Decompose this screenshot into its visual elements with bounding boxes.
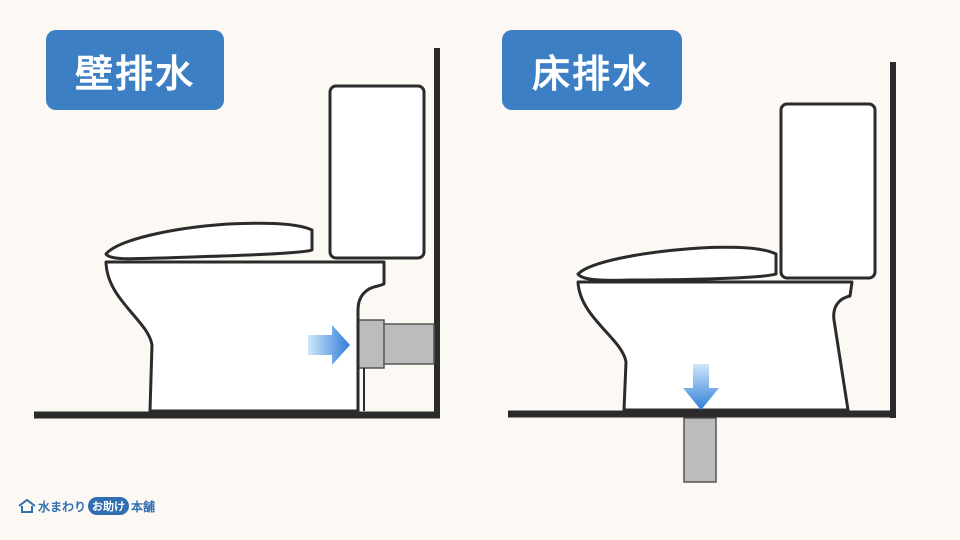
logo-text-1: 水まわり (38, 499, 87, 514)
logo-text-2: お助け (88, 497, 130, 515)
wall-drain-label: 壁排水 (46, 30, 224, 110)
right-toilet-tank (779, 102, 877, 280)
floor-drain-label: 床排水 (502, 30, 682, 110)
brand-logo: 水まわり お助け 本舗 (18, 497, 155, 515)
right-toilet-bowl (576, 280, 854, 412)
wall-drain-pipe (356, 319, 435, 369)
floor-drain-pipe (683, 417, 717, 483)
floor-drain-diagram (508, 62, 896, 483)
house-icon (18, 499, 36, 513)
arrow-right-icon (308, 325, 350, 365)
wall-drain-diagram (34, 48, 440, 419)
logo-text-3: 本舗 (131, 499, 156, 514)
left-toilet-seat (104, 221, 314, 261)
left-toilet-bowl (104, 260, 386, 413)
left-toilet-tank (328, 84, 426, 260)
right-toilet-seat (576, 245, 778, 282)
arrow-down-icon (683, 364, 719, 410)
